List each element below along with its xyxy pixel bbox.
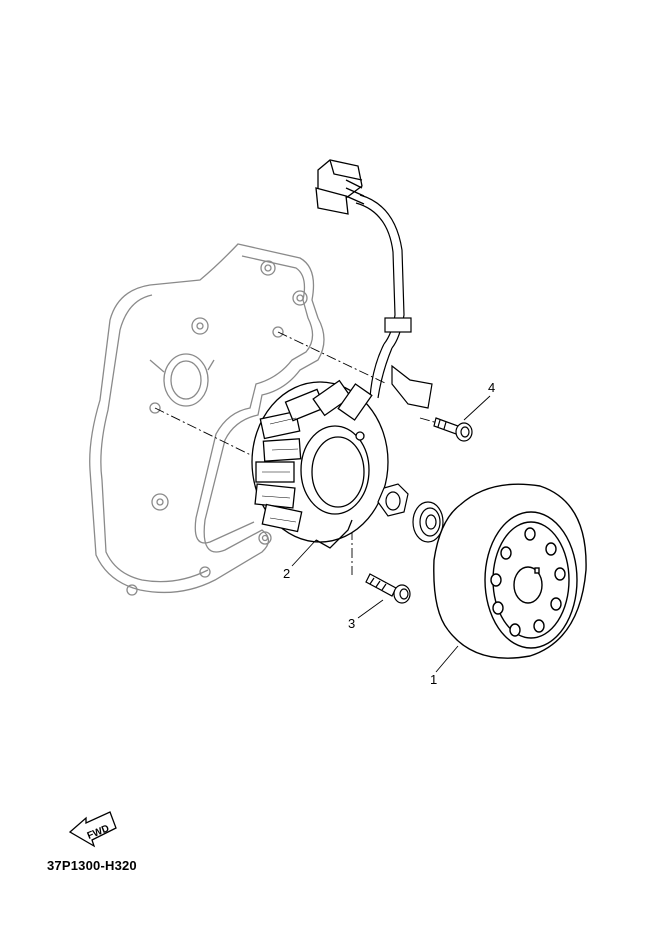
lead-clamp-bolt [433, 417, 473, 442]
stator [251, 379, 389, 549]
crankcase-cover [89, 243, 325, 596]
callout-4: 4 [488, 380, 495, 395]
rotor-nut [377, 483, 409, 517]
arrow-icon [68, 811, 117, 848]
forward-arrow: FWD [68, 811, 117, 848]
diagram-code: 37P1300-H320 [47, 858, 137, 873]
rotor [433, 483, 587, 659]
washer [412, 501, 444, 543]
callout-1: 1 [430, 672, 437, 687]
rotor-holes [490, 527, 566, 637]
callout-2: 2 [283, 566, 290, 581]
leader-lines [291, 395, 491, 673]
stator-bolt [365, 573, 411, 604]
callout-3: 3 [348, 616, 355, 631]
wire-harness [355, 194, 433, 409]
connector [315, 159, 365, 215]
